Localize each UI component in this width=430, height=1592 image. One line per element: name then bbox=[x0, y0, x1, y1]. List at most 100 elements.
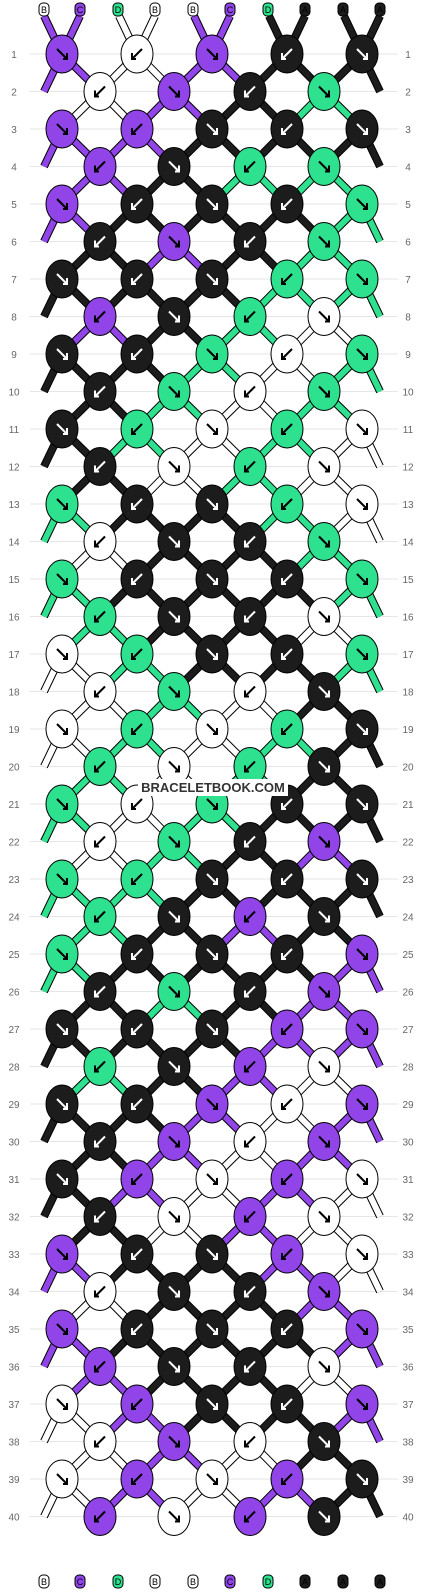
strand-label-top-badge bbox=[149, 2, 161, 17]
knot-arrowhead-icon bbox=[244, 1065, 249, 1073]
knot-arrow-icon bbox=[168, 1435, 180, 1448]
knot-arrowhead-icon bbox=[175, 1290, 180, 1298]
knot-arrow-icon bbox=[168, 385, 180, 398]
knot-arrow-icon bbox=[356, 948, 368, 960]
row-number-right: 10 bbox=[402, 388, 414, 399]
knot-arrowhead-icon bbox=[325, 465, 330, 473]
knot-arrowhead-icon bbox=[363, 1328, 368, 1335]
knot-arrow-icon bbox=[356, 873, 368, 885]
knot-arrow-icon bbox=[94, 1360, 106, 1373]
knot-arrow-icon bbox=[244, 310, 256, 323]
knot-arrowhead-icon bbox=[175, 465, 180, 473]
knot-arrowhead-icon bbox=[175, 1440, 180, 1448]
strand-label-top: B bbox=[41, 5, 47, 15]
knot-arrowhead-icon bbox=[363, 1028, 368, 1035]
knot-arrow-icon bbox=[206, 1398, 218, 1410]
knot-arrow-icon bbox=[318, 160, 330, 173]
knot-arrowhead-icon bbox=[363, 203, 368, 210]
knot-arrow-icon bbox=[281, 1323, 293, 1335]
knot-arrow-icon bbox=[356, 573, 368, 585]
knot-arrowhead-icon bbox=[363, 1478, 368, 1485]
row-number-right: 40 bbox=[402, 1513, 414, 1524]
row-number-right: 28 bbox=[402, 1063, 414, 1074]
knot-arrowhead-icon bbox=[325, 615, 330, 623]
knot-arrowhead-icon bbox=[244, 315, 249, 323]
knot-arrowhead-icon bbox=[281, 1028, 286, 1035]
knot-arrow-icon bbox=[356, 273, 368, 285]
knot-arrowhead-icon bbox=[213, 278, 218, 285]
knot-arrow-icon bbox=[56, 648, 68, 660]
knot-arrowhead-icon bbox=[325, 840, 330, 848]
row-number-left: 24 bbox=[8, 913, 20, 924]
knot-arrow-icon bbox=[168, 310, 180, 323]
knot-arrow-icon bbox=[206, 573, 218, 585]
knot-arrow-icon bbox=[206, 498, 218, 510]
knot-arrow-icon bbox=[318, 460, 330, 473]
row-number-left: 29 bbox=[8, 1100, 20, 1111]
strand-label-top: B bbox=[190, 5, 196, 15]
strand-label-top: C bbox=[227, 5, 234, 15]
strand-label-bottom: C bbox=[227, 1577, 234, 1587]
row-number-right: 23 bbox=[402, 875, 414, 886]
knot-arrow-icon bbox=[168, 610, 180, 623]
knot-arrow-icon bbox=[206, 48, 218, 60]
row-number-right: 39 bbox=[402, 1475, 414, 1486]
knot-arrow-icon bbox=[244, 1135, 256, 1148]
knot-arrowhead-icon bbox=[244, 390, 249, 398]
row-number-left: 23 bbox=[8, 875, 20, 886]
knot-arrow-icon bbox=[56, 1173, 68, 1185]
knot-arrow-icon bbox=[281, 873, 293, 885]
knot-arrow-icon bbox=[356, 498, 368, 510]
knot-arrow-icon bbox=[318, 610, 330, 623]
knot-arrow-icon bbox=[94, 1510, 106, 1523]
knot-arrow-icon bbox=[168, 235, 180, 248]
knot-arrow-icon bbox=[356, 1173, 368, 1185]
knot-arrowhead-icon bbox=[63, 1478, 68, 1485]
knot-arrowhead-icon bbox=[94, 1290, 99, 1298]
knot-arrow-icon bbox=[356, 1248, 368, 1260]
knot-arrowhead-icon bbox=[213, 1253, 218, 1260]
knot-arrowhead-icon bbox=[281, 53, 286, 60]
knot-arrow-icon bbox=[94, 610, 106, 623]
knot-arrowhead-icon bbox=[63, 1028, 68, 1035]
knot-arrow-icon bbox=[318, 235, 330, 248]
knot-arrow-icon bbox=[206, 1248, 218, 1260]
knot-arrowhead-icon bbox=[94, 1515, 99, 1523]
knot-arrow-icon bbox=[131, 48, 143, 60]
knot-arrowhead-icon bbox=[244, 90, 249, 98]
strand-label-bottom: C bbox=[77, 1577, 84, 1587]
strand-label-bottom-badge bbox=[299, 1574, 311, 1589]
knot-arrow-icon bbox=[244, 460, 256, 473]
knot-arrowhead-icon bbox=[131, 1328, 136, 1335]
strand-label-top-badge bbox=[112, 2, 124, 17]
knot-arrow-icon bbox=[244, 385, 256, 398]
knot-arrow-icon bbox=[94, 685, 106, 698]
row-number-left: 18 bbox=[8, 688, 20, 699]
knot-arrow-icon bbox=[131, 1173, 143, 1185]
knot-arrowhead-icon bbox=[175, 240, 180, 248]
row-number-right: 25 bbox=[402, 950, 414, 961]
knot-arrow-icon bbox=[94, 1060, 106, 1073]
knot-arrow-icon bbox=[168, 85, 180, 98]
row-number-left: 26 bbox=[8, 988, 20, 999]
knot-arrow-icon bbox=[318, 85, 330, 98]
knot-arrow-icon bbox=[131, 423, 143, 435]
knot-arrow-icon bbox=[356, 48, 368, 60]
knot-arrow-icon bbox=[356, 423, 368, 435]
knot-arrow-icon bbox=[244, 610, 256, 623]
knot-arrow-icon bbox=[56, 123, 68, 135]
knot-arrowhead-icon bbox=[213, 1478, 218, 1485]
knot-arrowhead-icon bbox=[131, 428, 136, 435]
knot-arrow-icon bbox=[94, 835, 106, 848]
row-number-right: 14 bbox=[402, 538, 414, 549]
knot-arrow-icon bbox=[56, 198, 68, 210]
knot-arrowhead-icon bbox=[94, 390, 99, 398]
knot-arrow-icon bbox=[131, 123, 143, 135]
knot-arrow-icon bbox=[318, 1510, 330, 1523]
row-number-right: 16 bbox=[402, 613, 414, 624]
knot-arrowhead-icon bbox=[94, 690, 99, 698]
knot-arrowhead-icon bbox=[94, 90, 99, 98]
knot-arrow-icon bbox=[318, 910, 330, 923]
knot-arrowhead-icon bbox=[94, 465, 99, 473]
row-number-left: 39 bbox=[8, 1475, 20, 1486]
